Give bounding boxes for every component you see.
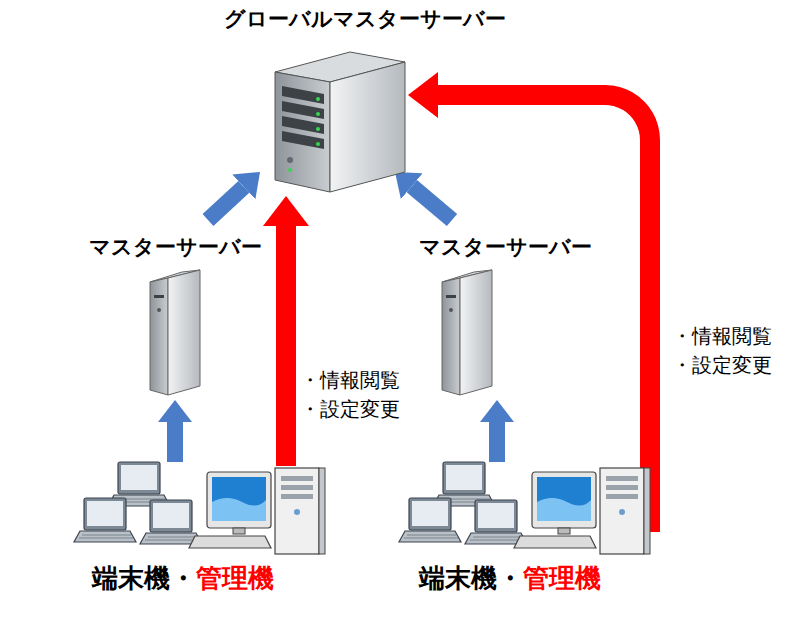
connector-arrow [412, 186, 452, 220]
master-server: マスターサーバー [405, 232, 605, 397]
illustration-part [74, 498, 136, 542]
illustration-part [514, 468, 650, 554]
server-label: マスターサーバー [419, 232, 592, 261]
master-server-icon [150, 270, 200, 395]
illustration-part [460, 270, 492, 395]
connector-arrow [489, 422, 505, 462]
group-label: 端末機・ [92, 563, 196, 593]
server-label: グローバルマスターサーバー [224, 4, 506, 33]
illustration-part [316, 112, 320, 116]
illustration-part [275, 72, 330, 192]
illustration-part [150, 278, 168, 395]
server-label: マスターサーバー [89, 232, 262, 261]
illustration-part [189, 468, 325, 554]
master-server-icon [442, 270, 492, 395]
global-server-icon [275, 52, 405, 192]
illustration-part [316, 142, 320, 146]
illustration-part [282, 101, 324, 119]
group-ellipse [5, 470, 385, 625]
group-label: 管理機 [523, 563, 601, 593]
connector-arrow [167, 422, 183, 462]
illustration-part [168, 270, 200, 395]
illustration-part [316, 127, 320, 131]
terminal-computers [74, 462, 325, 554]
illustration-part [316, 97, 320, 101]
illustration-part [154, 295, 164, 298]
global-server: グローバルマスターサーバー [195, 4, 535, 196]
illustration-part [140, 500, 202, 544]
illustration-part [288, 168, 292, 172]
connector-arrow [208, 187, 244, 220]
terminal-computers [399, 462, 650, 554]
connector-arrow [276, 226, 296, 466]
illustration-part [287, 157, 293, 163]
illustration-part [330, 62, 405, 192]
illustration-part [399, 498, 461, 542]
group-label: 端末機・管理機 [350, 563, 670, 594]
group-label: 端末機・管理機 [23, 563, 343, 594]
illustration-part [449, 308, 453, 312]
illustration-part [446, 295, 456, 298]
illustration-part [282, 86, 324, 104]
illustration-part [465, 500, 527, 544]
illustration-part [157, 308, 161, 312]
illustration-part [442, 278, 460, 395]
edge-label: ・情報閲覧 ・設定変更 [300, 366, 408, 424]
terminal-group: 端末機・管理機 [345, 470, 790, 625]
group-label: 端末機・ [419, 563, 523, 593]
group-ellipse [346, 471, 789, 624]
illustration-part [282, 116, 324, 134]
terminal-group: 端末機・管理機 [5, 470, 385, 625]
edge-label: ・情報閲覧 ・設定変更 [672, 322, 780, 380]
master-server: マスターサーバー [75, 232, 275, 397]
group-label: 管理機 [196, 563, 274, 593]
illustration-part [282, 131, 324, 149]
group-ellipse [6, 471, 384, 624]
group-ellipse [345, 470, 790, 625]
